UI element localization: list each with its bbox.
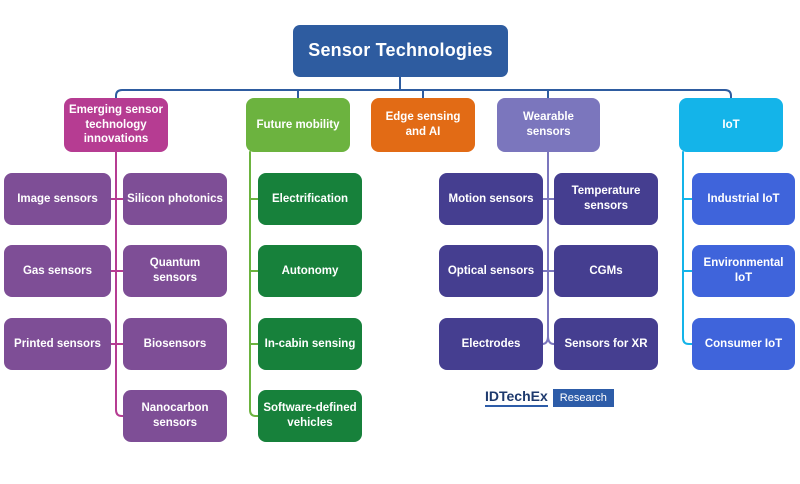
idtechex-logo: IDTechEx Research bbox=[485, 388, 614, 408]
node-image-sensors: Image sensors bbox=[4, 173, 111, 225]
node-industrial-iot: Industrial IoT bbox=[692, 173, 795, 225]
node-software-defined-vehicles: Software-defined vehicles bbox=[258, 390, 362, 442]
node-environmental-iot: Environmental IoT bbox=[692, 245, 795, 297]
node-temperature-sensors: Temperature sensors bbox=[554, 173, 658, 225]
node-gas-sensors: Gas sensors bbox=[4, 245, 111, 297]
node-edge-sensing-and-ai: Edge sensing and AI bbox=[371, 98, 475, 152]
node-autonomy: Autonomy bbox=[258, 245, 362, 297]
node-electrodes: Electrodes bbox=[439, 318, 543, 370]
node-nanocarbon-sensors: Nanocarbon sensors bbox=[123, 390, 227, 442]
node-optical-sensors: Optical sensors bbox=[439, 245, 543, 297]
node-biosensors: Biosensors bbox=[123, 318, 227, 370]
node-cgms: CGMs bbox=[554, 245, 658, 297]
node-sensor-technologies: Sensor Technologies bbox=[293, 25, 508, 77]
node-motion-sensors: Motion sensors bbox=[439, 173, 543, 225]
node-emerging-sensor-technology-innovations: Emerging sensor technology innovations bbox=[64, 98, 168, 152]
node-wearable-sensors: Wearable sensors bbox=[497, 98, 600, 152]
node-electrification: Electrification bbox=[258, 173, 362, 225]
node-sensors-for-xr: Sensors for XR bbox=[554, 318, 658, 370]
idtechex-research-badge: Research bbox=[552, 389, 614, 408]
node-quantum-sensors: Quantum sensors bbox=[123, 245, 227, 297]
node-silicon-photonics: Silicon photonics bbox=[123, 173, 227, 225]
node-iot: IoT bbox=[679, 98, 783, 152]
node-future-mobility: Future mobility bbox=[246, 98, 350, 152]
node-printed-sensors: Printed sensors bbox=[4, 318, 111, 370]
node-consumer-iot: Consumer IoT bbox=[692, 318, 795, 370]
idtechex-brand-text: IDTechEx bbox=[485, 388, 548, 408]
node-in-cabin-sensing: In-cabin sensing bbox=[258, 318, 362, 370]
